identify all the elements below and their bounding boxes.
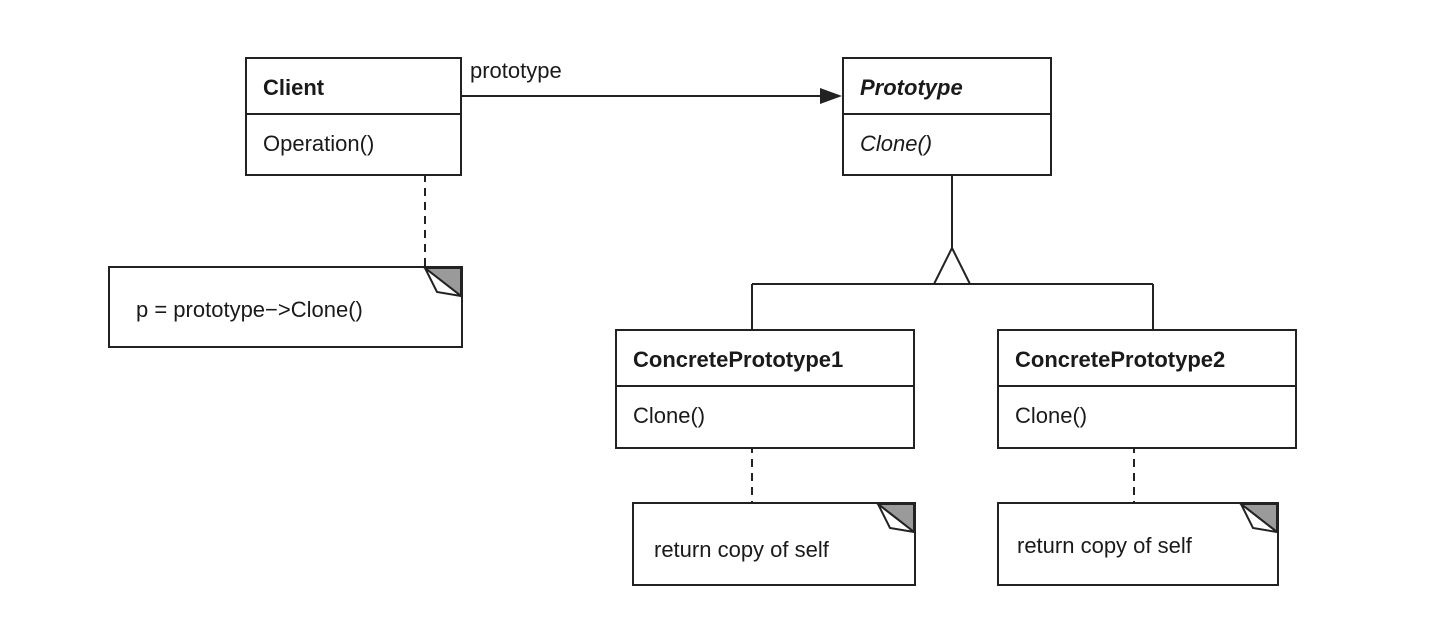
note-fold-icon [1239,503,1278,534]
prototype-class-name: Prototype [844,59,1050,115]
client-class: Client Operation() [245,57,462,176]
concrete-prototype2-operation: Clone() [1015,403,1088,428]
concrete2-note-text: return copy of self [1017,533,1192,558]
association-arrowhead [820,88,842,104]
note-fold-icon [876,503,915,534]
client-class-name: Client [247,59,460,115]
concrete1-note-text: return copy of self [654,537,829,562]
inheritance-triangle [932,245,972,285]
concrete2-note: return copy of self [997,502,1279,586]
concrete-prototype2-class: ConcretePrototype2 Clone() [997,329,1297,449]
concrete-prototype2-name: ConcretePrototype2 [999,331,1295,387]
association-label: prototype [470,58,562,83]
concrete-prototype1-operation: Clone() [633,403,706,428]
client-operation: Operation() [263,131,375,156]
prototype-class: Prototype Clone() [842,57,1052,176]
concrete-prototype1-class: ConcretePrototype1 Clone() [615,329,915,449]
client-note-text: p = prototype−>Clone() [136,297,363,322]
concrete1-note: return copy of self [632,502,916,586]
client-note: p = prototype−>Clone() [108,266,463,348]
concrete-prototype1-name: ConcretePrototype1 [617,331,913,387]
prototype-operation: Clone() [860,131,933,156]
note-fold-icon [423,267,462,298]
